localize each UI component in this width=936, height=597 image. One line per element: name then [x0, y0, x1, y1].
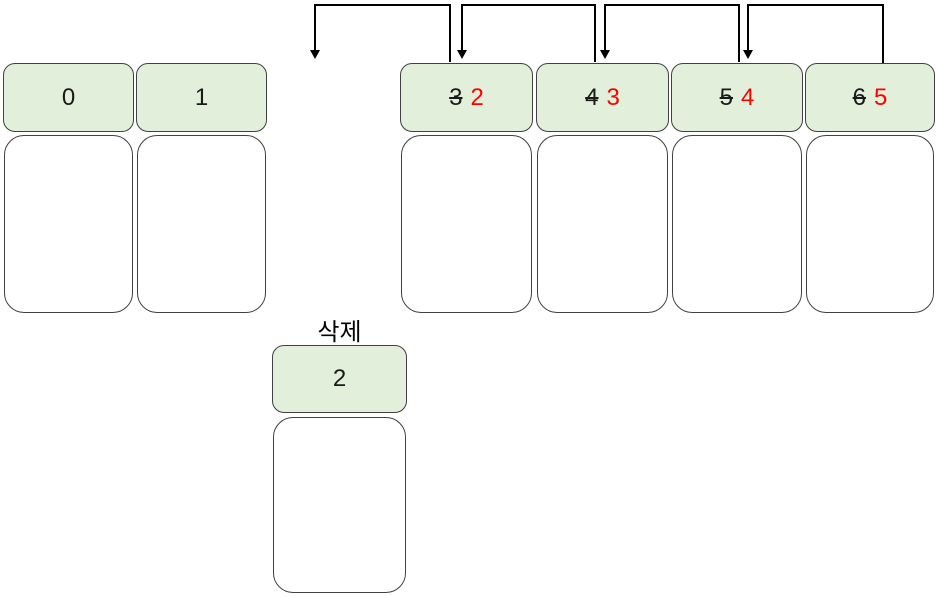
index-label: 1 — [194, 83, 209, 111]
index-label: 2 — [332, 365, 347, 392]
cell-body-4-3 — [537, 135, 668, 313]
deleted-label: 삭제 — [317, 319, 362, 346]
arrowhead-icon — [600, 50, 610, 59]
array-cell-1: 1 — [136, 63, 267, 315]
array-cell-shifted-4-3: 4 3 — [536, 63, 669, 315]
cell-body-3-2 — [401, 135, 532, 313]
arrowhead-icon — [457, 50, 467, 59]
shift-arrow-3-to-2 — [310, 4, 451, 62]
cell-body-1 — [137, 135, 266, 313]
index-header-3-2: 3 2 — [400, 63, 533, 132]
index-label: 0 — [61, 83, 76, 111]
old-index-label: 3 — [449, 83, 463, 111]
shift-arrow-6-to-5 — [743, 4, 884, 63]
cell-body-0 — [4, 135, 133, 313]
array-cell-0: 0 — [3, 63, 134, 315]
cell-body-6-5 — [806, 135, 934, 313]
index-header-5-4: 5 4 — [671, 63, 803, 132]
index-header-deleted-2: 2 — [272, 345, 407, 413]
old-index-label: 5 — [719, 83, 733, 111]
index-header-0: 0 — [3, 63, 134, 132]
old-index-label: 6 — [852, 83, 866, 111]
shift-arrow-4-to-3 — [457, 4, 596, 62]
index-header-1: 1 — [136, 63, 267, 132]
new-index-label: 4 — [741, 83, 755, 111]
arrowhead-icon — [310, 50, 320, 59]
array-cell-deleted-2: 2 — [272, 345, 407, 593]
new-index-label: 3 — [606, 83, 620, 111]
shift-arrow-5-to-4 — [600, 4, 740, 62]
cell-body-deleted-2 — [273, 417, 406, 593]
array-cell-shifted-6-5: 6 5 — [805, 63, 935, 315]
cell-body-5-4 — [672, 135, 802, 313]
index-header-4-3: 4 3 — [536, 63, 669, 132]
array-cell-shifted-3-2: 3 2 — [400, 63, 533, 315]
array-cell-shifted-5-4: 5 4 — [671, 63, 803, 315]
arrowhead-icon — [743, 50, 753, 59]
index-header-6-5: 6 5 — [805, 63, 935, 132]
new-index-label: 2 — [470, 83, 484, 111]
new-index-label: 5 — [874, 83, 888, 111]
old-index-label: 4 — [585, 83, 599, 111]
